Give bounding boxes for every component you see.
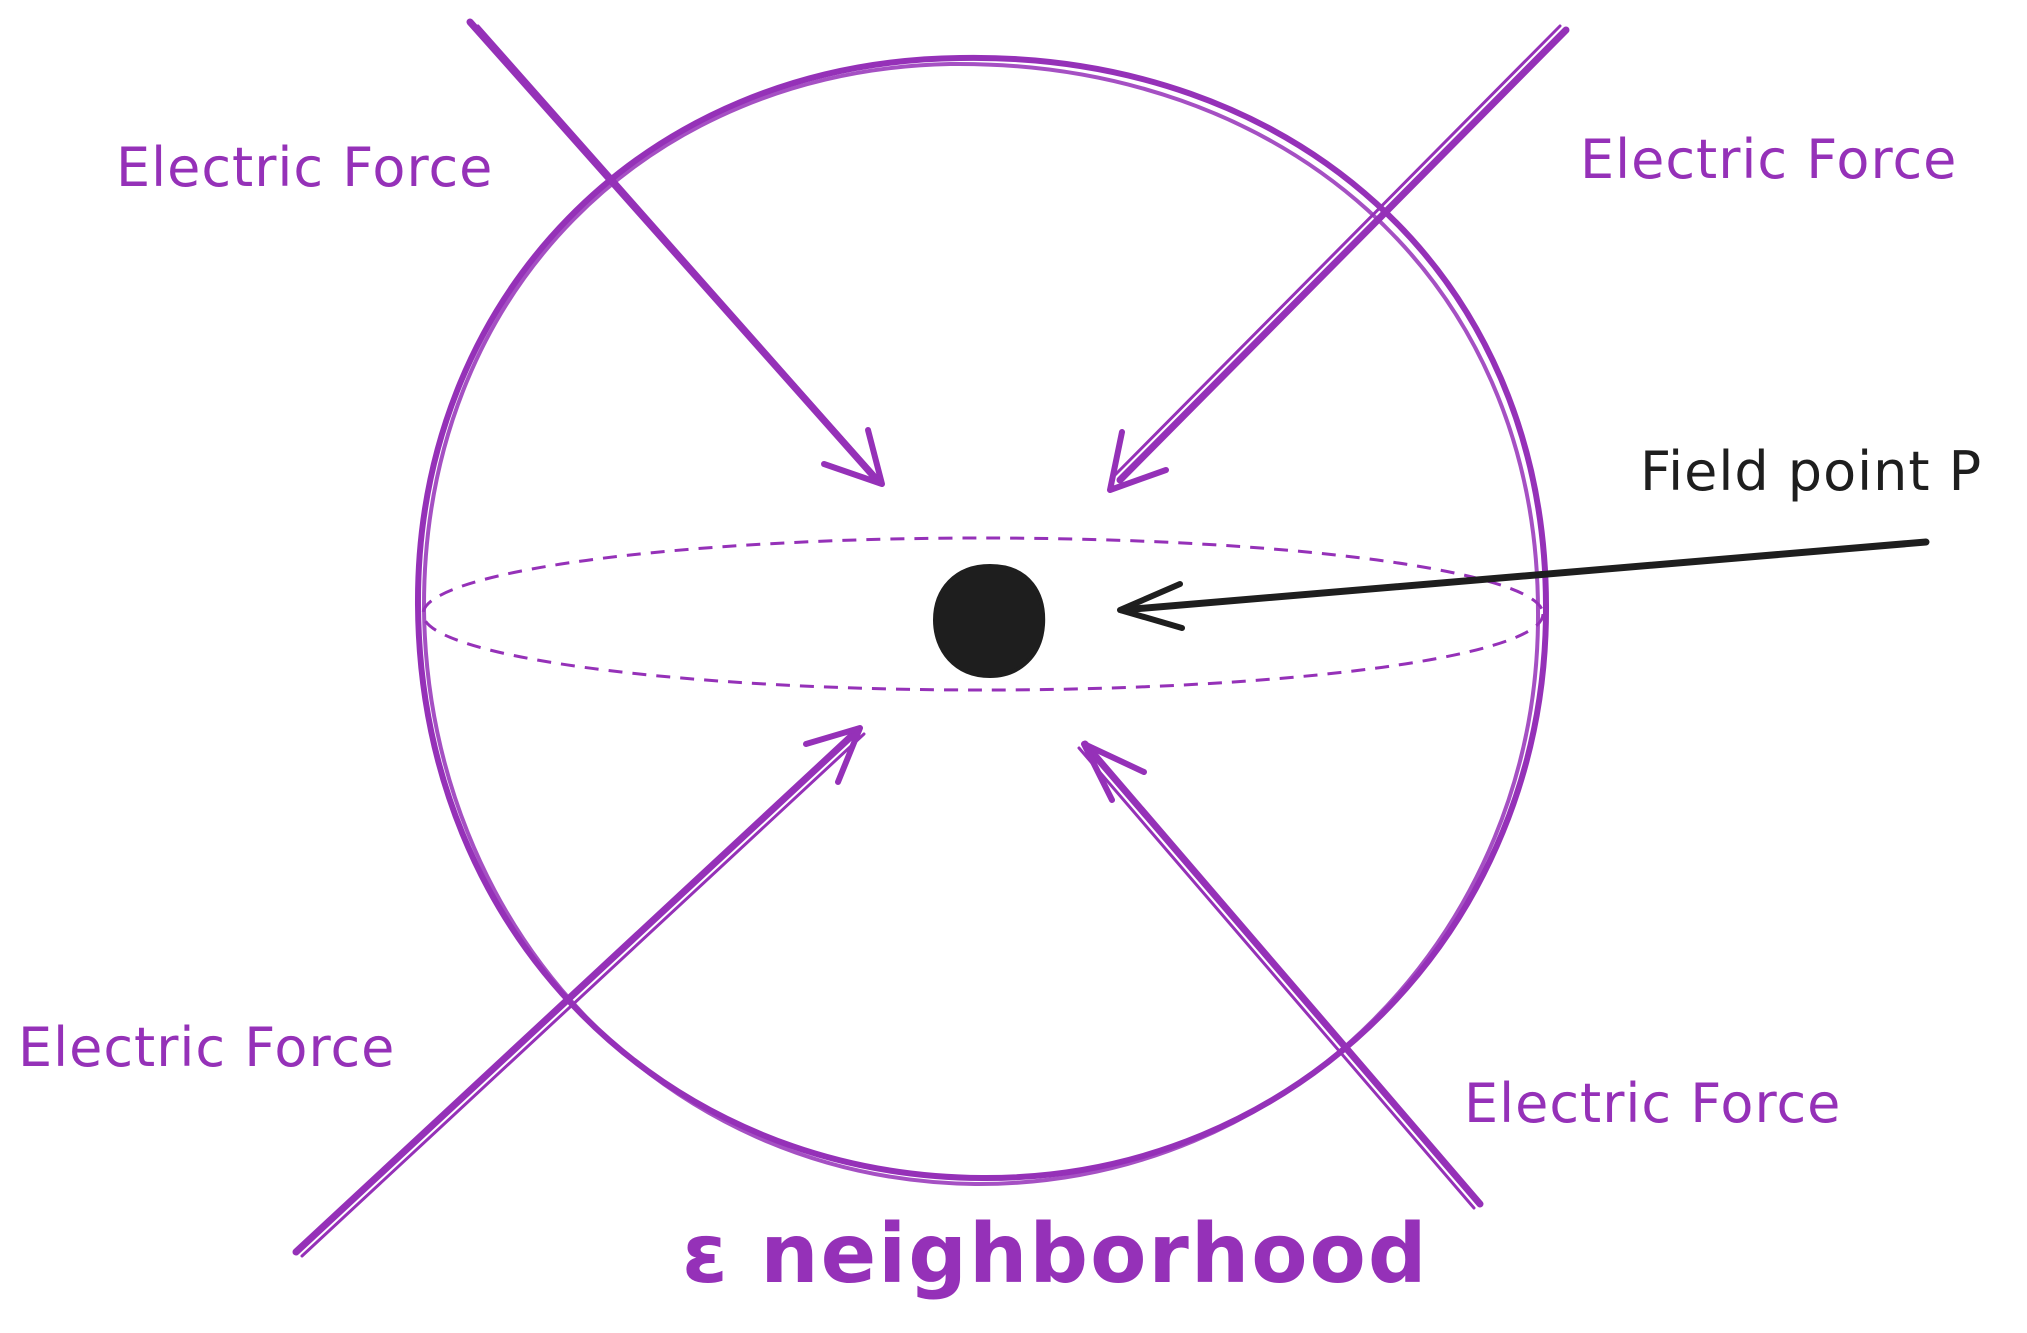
neighborhood-sphere xyxy=(414,54,1550,1187)
sphere-outline xyxy=(414,54,1550,1182)
label-field-point: Field point P xyxy=(1640,440,1982,503)
force-arrow-top-left xyxy=(466,18,885,487)
equator-dashed-ellipse xyxy=(421,536,1545,692)
force-arrow-bottom-left xyxy=(292,725,866,1258)
label-force-bottom-right: Electric Force xyxy=(1464,1072,1841,1135)
label-force-bottom-left: Electric Force xyxy=(18,1016,395,1079)
field-point-arrow xyxy=(1117,538,1930,631)
label-force-top-left: Electric Force xyxy=(116,136,493,199)
force-arrow-bottom-right xyxy=(1077,740,1484,1210)
label-neighborhood: ε neighborhood xyxy=(682,1207,1429,1302)
label-force-top-right: Electric Force xyxy=(1580,128,1957,191)
charge-dot xyxy=(932,563,1046,679)
sphere-outline-stroke-2 xyxy=(421,61,1541,1187)
force-arrow-top-right xyxy=(1107,24,1570,493)
